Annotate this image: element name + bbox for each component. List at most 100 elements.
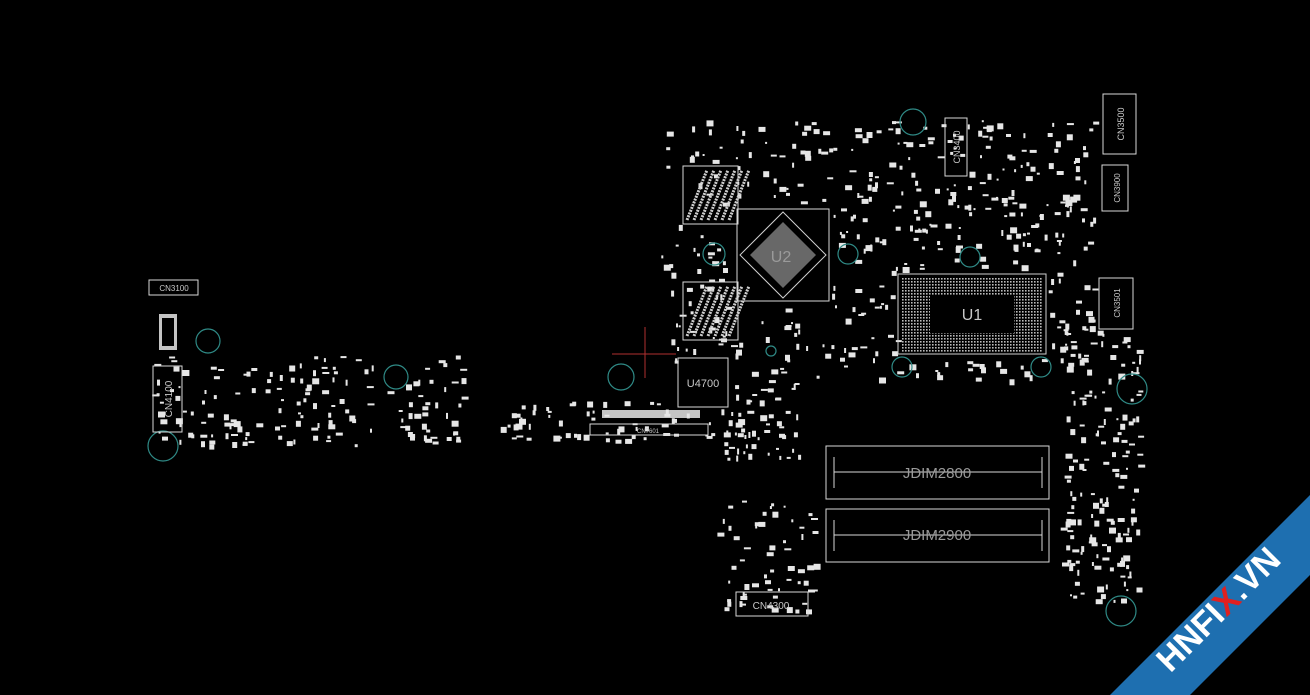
connector-cn4300[interactable]: CN4300 — [735, 591, 809, 617]
bga-ball — [914, 338, 916, 340]
pad — [1084, 354, 1089, 357]
bga-ball — [1040, 287, 1042, 289]
bga-ball — [911, 278, 913, 280]
bga-ball — [902, 284, 904, 286]
pad — [707, 252, 715, 256]
pad — [1031, 225, 1039, 228]
connector-cn3900[interactable]: CN3900 — [1101, 164, 1129, 212]
bga-ball — [917, 323, 919, 325]
pad — [779, 426, 785, 429]
pad — [332, 366, 336, 370]
bga-ball — [992, 344, 994, 346]
pad — [1056, 171, 1064, 175]
bga-ball — [1004, 284, 1006, 286]
bga-ball — [1022, 302, 1024, 304]
chip-u1[interactable]: U1 — [897, 273, 1047, 355]
jdim2900-label: JDIM2900 — [903, 527, 971, 544]
bga-ball — [941, 281, 943, 283]
pad — [1139, 359, 1141, 365]
pad — [985, 207, 992, 210]
bga-ball — [1025, 323, 1027, 325]
pad — [1126, 589, 1129, 592]
bga-ball — [953, 347, 955, 349]
bga-ball — [911, 350, 913, 352]
bga-ball — [953, 350, 955, 352]
bga-ball — [1025, 332, 1027, 334]
pad — [1021, 265, 1029, 272]
bga-ball — [1016, 320, 1018, 322]
pad — [207, 413, 214, 418]
connector-cn3500[interactable]: CN3500 — [1102, 93, 1137, 155]
pad — [928, 141, 934, 145]
bga-ball — [1034, 317, 1036, 319]
bga-ball — [1040, 329, 1042, 331]
bga-ball — [914, 329, 916, 331]
pad — [355, 359, 362, 362]
bga-ball — [1016, 284, 1018, 286]
bga-ball — [1031, 326, 1033, 328]
pad — [152, 394, 160, 397]
pad — [792, 162, 795, 168]
bga-ball — [1037, 341, 1039, 343]
pad — [1118, 373, 1126, 380]
pad — [736, 349, 742, 356]
bga-ball — [935, 278, 937, 280]
bga-ball — [1028, 287, 1030, 289]
pad — [731, 412, 734, 416]
bga-ball — [983, 347, 985, 349]
bga-ball — [1031, 341, 1033, 343]
connector-cn4100[interactable]: CN4100 — [152, 314, 183, 433]
bga-ball — [1031, 317, 1033, 319]
pad — [1075, 158, 1080, 163]
pad — [243, 373, 247, 376]
pad — [158, 411, 165, 418]
bga-ball — [902, 296, 904, 298]
bga-ball — [917, 344, 919, 346]
connector-cn3400[interactable]: CN3400 — [944, 117, 968, 177]
pad — [1071, 391, 1075, 395]
connector-cn7601[interactable]: CN7601 — [589, 410, 709, 436]
chip-u4700[interactable]: U4700 — [677, 357, 729, 408]
chip-u2[interactable]: U2 — [736, 208, 830, 302]
bga-ball — [1040, 290, 1042, 292]
pad — [1070, 491, 1073, 497]
pad — [764, 574, 767, 579]
bga-ball — [1025, 281, 1027, 283]
bga-ball — [941, 347, 943, 349]
pad — [618, 426, 625, 433]
pad — [317, 423, 320, 428]
bga-ball — [971, 341, 973, 343]
pad — [1096, 554, 1099, 559]
bga-ball — [1034, 341, 1036, 343]
pad — [678, 224, 683, 231]
bga-ball — [917, 314, 919, 316]
pad — [1077, 569, 1080, 576]
pad — [1123, 555, 1131, 562]
bga-ball — [935, 284, 937, 286]
bga-ball — [905, 311, 907, 313]
slot-jdim2800[interactable]: JDIM2800 — [825, 445, 1050, 500]
connector-cn3501[interactable]: CN3501 — [1098, 277, 1134, 330]
bga-ball — [1028, 278, 1030, 280]
slot-jdim2900[interactable]: JDIM2900 — [825, 508, 1050, 563]
connector-cn3100[interactable]: CN3100 — [148, 279, 199, 296]
pad — [444, 387, 447, 393]
pad — [968, 368, 974, 372]
bga-ball — [914, 296, 916, 298]
bga-ball — [908, 293, 910, 295]
bga-ball — [905, 332, 907, 334]
bga-ball — [914, 305, 916, 307]
pad — [997, 123, 1004, 130]
bga-ball — [1025, 335, 1027, 337]
pad — [1060, 527, 1068, 531]
bga-ball — [971, 290, 973, 292]
bga-ball — [935, 335, 937, 337]
bga-ball — [1037, 281, 1039, 283]
bga-ball — [977, 335, 979, 337]
bga-ball — [965, 284, 967, 286]
bga-ball — [1025, 344, 1027, 346]
pad — [1006, 234, 1012, 240]
bga-ball — [1022, 308, 1024, 310]
bga-ball — [1040, 281, 1042, 283]
pad — [916, 188, 922, 192]
